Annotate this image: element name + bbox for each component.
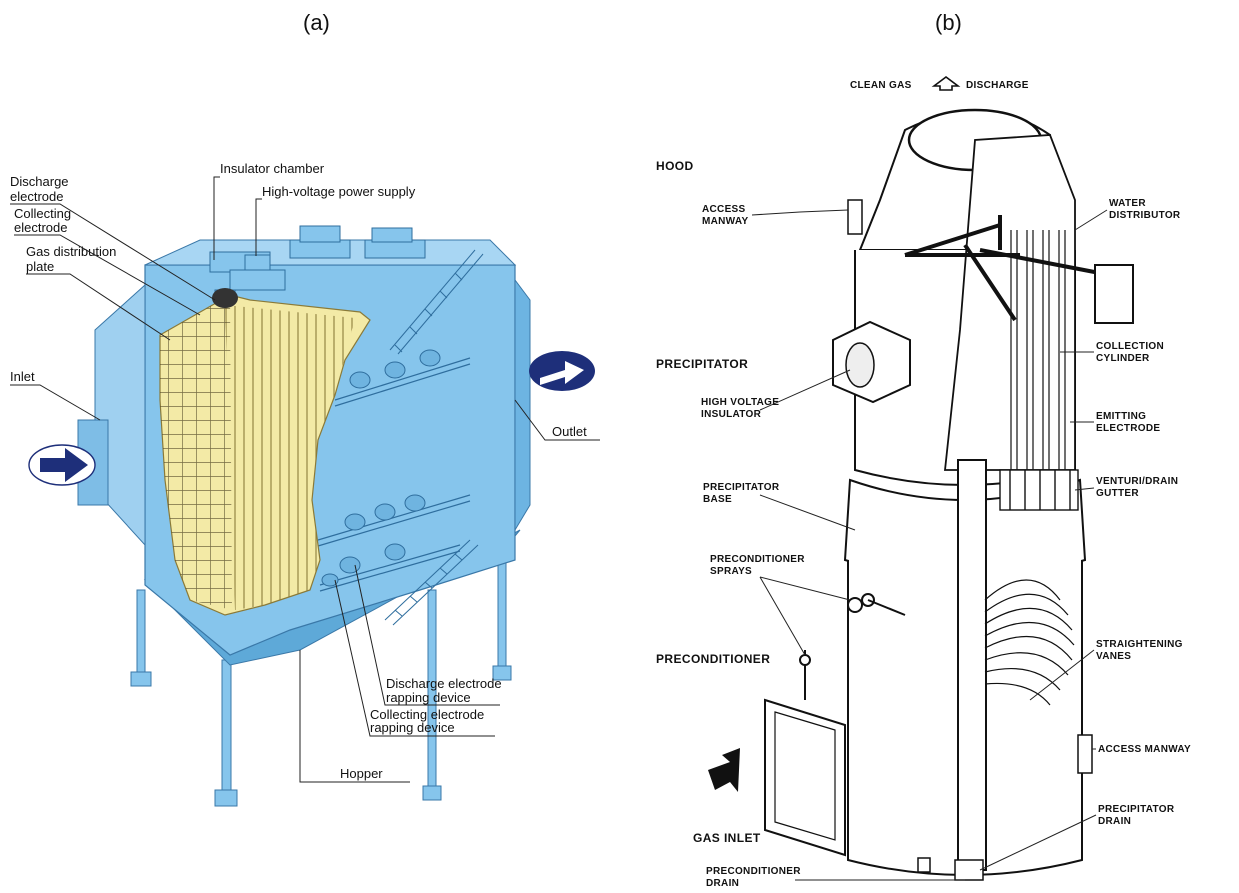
leader-lines-panel-b	[751, 209, 1108, 881]
callout-preconditioner-drain-line1: PRECONDITIONER	[706, 866, 801, 877]
callouts-panel-b: CLEAN GAS DISCHARGE HOOD PRECIPITATOR PR…	[656, 80, 1191, 889]
central-drain-pipe	[957, 459, 987, 871]
callout-venturi-line1: VENTURI/DRAIN	[1096, 476, 1178, 487]
callout-preconditioner-sprays-line1: PRECONDITIONER	[710, 554, 805, 565]
callout-preconditioner-drain-line2: DRAIN	[706, 878, 739, 889]
caption-discharge: DISCHARGE	[966, 80, 1029, 91]
callout-collection-cylinder-line1: COLLECTION	[1096, 341, 1164, 352]
gas-distribution-grid	[160, 295, 232, 610]
callout-precipitator-base-line2: BASE	[703, 494, 732, 505]
callout-collecting-electrode-line2: electrode	[14, 220, 67, 235]
rapping-motors	[321, 349, 441, 587]
callout-collecting-rapping-line2: rapping device	[370, 720, 455, 735]
callout-hv-power-supply: High-voltage power supply	[262, 184, 416, 199]
callout-venturi-line2: GUTTER	[1096, 488, 1139, 499]
wet-esp-drawing	[764, 108, 1134, 881]
venturi-drain-gutter	[999, 469, 1079, 511]
access-stair-lower	[384, 539, 479, 626]
section-hood: HOOD	[656, 159, 694, 173]
callout-straightening-vanes-line1: STRAIGHTENING	[1096, 639, 1183, 650]
gas-inlet-arrow-icon	[708, 748, 740, 792]
collection-tubes	[1005, 230, 1075, 470]
callout-emitting-electrode-line2: ELECTRODE	[1096, 423, 1160, 434]
callout-access-manway-lower: ACCESS MANWAY	[1098, 744, 1191, 755]
callout-hv-insulator-line2: INSULATOR	[701, 409, 762, 420]
high-voltage-box-right	[1094, 264, 1134, 324]
outlet-transition	[514, 278, 531, 532]
inlet-transition	[94, 283, 146, 547]
access-manway-lower	[1077, 734, 1093, 774]
precipitator-drain	[954, 859, 984, 881]
callout-collecting-electrode-line1: Collecting	[14, 206, 71, 221]
callout-insulator-chamber: Insulator chamber	[220, 161, 325, 176]
esp-plate-drawing	[28, 225, 595, 807]
callout-access-manway-line2: MANWAY	[702, 216, 748, 227]
section-preconditioner: PRECONDITIONER	[656, 652, 770, 666]
panel-b-label: (b)	[935, 10, 962, 35]
discharge-arrow-icon	[931, 76, 961, 91]
rapping-platforms	[317, 357, 471, 592]
straightening-vanes	[984, 579, 1075, 706]
outlet-arrow-icon	[529, 351, 595, 391]
callout-gas-distribution-line2: plate	[26, 259, 54, 274]
water-distributor	[904, 215, 1111, 322]
support-legs	[130, 559, 512, 807]
section-precipitator: PRECIPITATOR	[656, 357, 748, 371]
access-stair-upper	[389, 249, 484, 355]
callout-emitting-electrode-line1: EMITTING	[1096, 411, 1146, 422]
callout-outlet: Outlet	[552, 424, 587, 439]
callout-discharge-electrode-line2: electrode	[10, 189, 63, 204]
preconditioner-drain	[917, 857, 931, 873]
callout-gas-distribution-line1: Gas distribution	[26, 244, 116, 259]
electrode-plate-ribs	[225, 305, 355, 610]
callout-inlet: Inlet	[10, 369, 35, 384]
callout-straightening-vanes-line2: VANES	[1096, 651, 1131, 662]
insulator-dome	[212, 288, 238, 308]
callout-collection-cylinder-line2: CYLINDER	[1096, 353, 1150, 364]
hv-insulator	[845, 342, 875, 388]
callout-precipitator-drain-line1: PRECIPITATOR	[1098, 804, 1175, 815]
callout-access-manway-line1: ACCESS	[702, 204, 746, 215]
callout-hopper: Hopper	[340, 766, 383, 781]
gas-inlet-door-inner	[774, 711, 836, 841]
callout-gas-inlet: GAS INLET	[693, 831, 761, 845]
callout-hv-insulator-line1: HIGH VOLTAGE	[701, 397, 779, 408]
insulator-chambers	[209, 225, 426, 309]
callout-preconditioner-sprays-line2: SPRAYS	[710, 566, 752, 577]
callouts-panel-a: Discharge electrode Collecting electrode…	[10, 161, 600, 783]
inlet-arrow-icon	[28, 444, 96, 486]
access-manway-upper	[847, 199, 863, 235]
panel-a-label: (a)	[303, 10, 330, 35]
callout-discharge-rapping-line1: Discharge electrode	[386, 676, 502, 691]
leader-lines-panel-a	[10, 176, 600, 783]
caption-clean-gas: CLEAN GAS	[850, 80, 912, 91]
callout-precipitator-base-line1: PRECIPITATOR	[703, 482, 780, 493]
callout-discharge-rapping-line2: rapping device	[386, 690, 471, 705]
callout-discharge-electrode-line1: Discharge	[10, 174, 69, 189]
callout-collecting-rapping-line1: Collecting electrode	[370, 707, 484, 722]
callout-water-distributor-line2: DISTRIBUTOR	[1109, 210, 1181, 221]
callout-water-distributor-line1: WATER	[1109, 198, 1146, 209]
callout-precipitator-drain-line2: DRAIN	[1098, 816, 1131, 827]
